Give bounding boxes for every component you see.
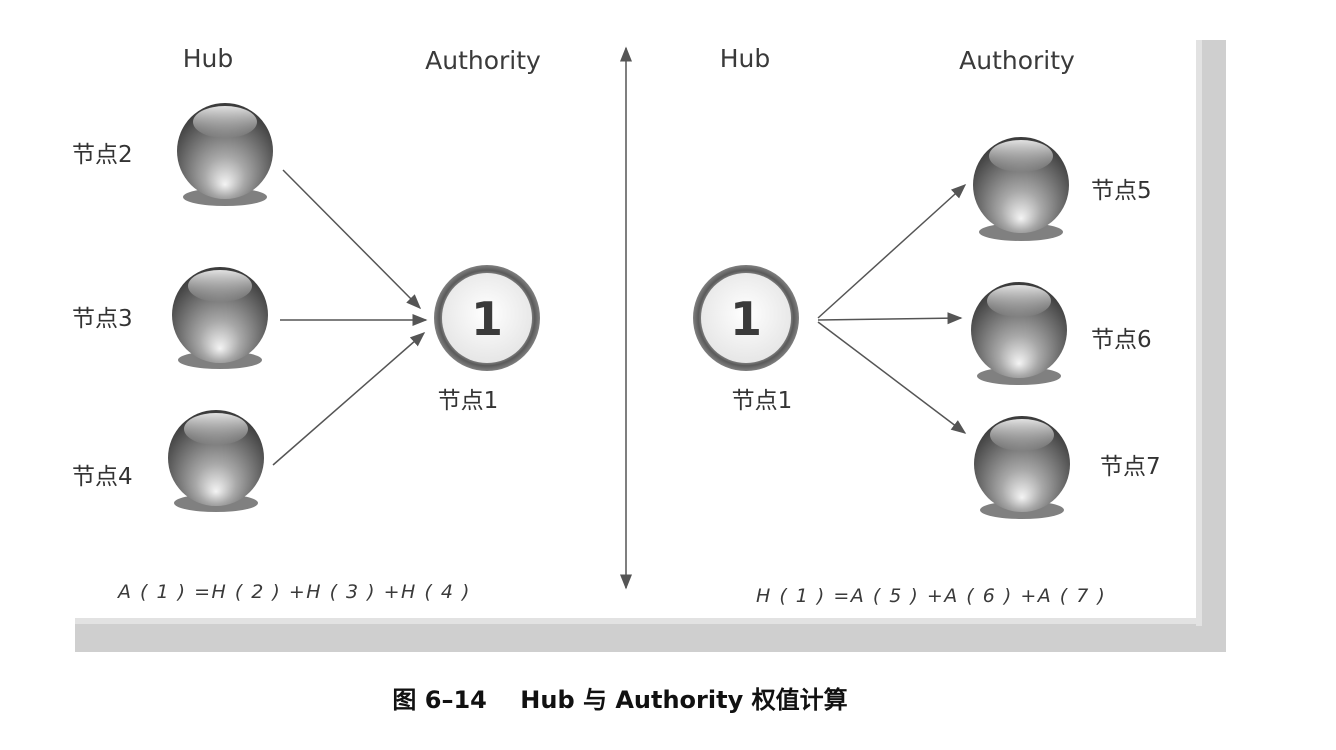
- edge-2-to-1: [282, 169, 422, 310]
- node-6-label: 节点6: [1091, 327, 1152, 353]
- node-1-right-number: 1: [730, 292, 762, 346]
- edge-1-to-5: [817, 183, 967, 319]
- node-6-sphere: [971, 282, 1067, 385]
- node-4-sphere: [168, 410, 264, 512]
- left-formula: A ( 1 ) =H ( 2 ) +H ( 3 ) +H ( 4 ): [116, 581, 471, 603]
- node-1-left-number: 1: [471, 292, 503, 346]
- edge-1-to-6: [817, 312, 963, 325]
- node-2-sphere: [177, 103, 273, 206]
- node-3-sphere: [172, 267, 268, 369]
- node-5-label: 节点5: [1091, 178, 1152, 204]
- node-5-sphere: [973, 137, 1069, 241]
- right-formula: H ( 1 ) =A ( 5 ) +A ( 6 ) +A ( 7 ): [756, 585, 1106, 607]
- node-4-label: 节点4: [72, 464, 133, 490]
- node-2-label: 节点2: [72, 142, 133, 168]
- left-authority-header: Authority: [425, 46, 541, 75]
- node-1-right-circle: [693, 265, 799, 371]
- edge-1-to-7: [817, 321, 967, 434]
- figure-caption: 图 6–14 Hub 与 Authority 权值计算: [392, 686, 847, 714]
- right-authority-header: Authority: [959, 46, 1075, 75]
- node-3-label: 节点3: [72, 306, 133, 332]
- node-1-left-label: 节点1: [438, 388, 499, 414]
- node-7-label: 节点7: [1100, 454, 1161, 480]
- node-7-sphere: [974, 416, 1070, 519]
- node-1-right-label: 节点1: [732, 388, 793, 414]
- right-hub-header: Hub: [720, 44, 771, 73]
- node-1-left-circle: [434, 265, 540, 371]
- edge-4-to-1: [272, 332, 426, 466]
- left-hub-header: Hub: [183, 44, 234, 73]
- panel-frame: [75, 40, 1226, 652]
